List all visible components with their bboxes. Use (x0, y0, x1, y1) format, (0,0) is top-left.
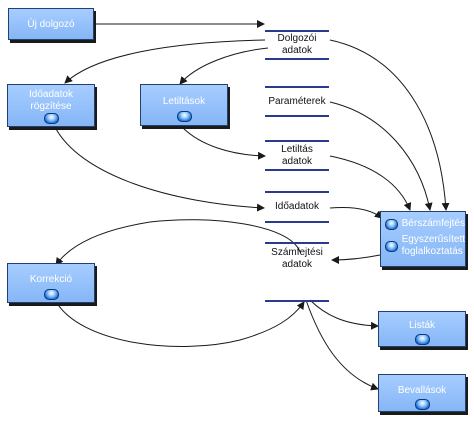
arrow-szamfejtesi-adatok-to-bevallasok (305, 299, 379, 391)
store-label-line1: Számfejtési (271, 247, 323, 258)
globe-icon (43, 113, 59, 124)
process-label: Egyszerűsített foglalkoztatás (402, 234, 465, 258)
process-label-line2: foglalkoztatás (401, 246, 463, 257)
process-label: Listák (408, 320, 436, 331)
store-label: Paraméterek (268, 95, 326, 107)
process-berszamfejtes[interactable]: Bérszámfejtés (381, 218, 465, 230)
arrow-idoadatok-to-berszamfejtes (329, 207, 383, 219)
process-label: Bérszámfejtés (401, 218, 465, 229)
store-label-line2: adatok (281, 45, 313, 56)
globe-icon (385, 240, 398, 252)
arrow-idoadatok-rogzitese-to-idoadatok (54, 126, 265, 212)
arrow-korrekcio-to-szamfejtesi-adatok (54, 299, 305, 347)
arrow-szamfejtesi-adatok-to-korrekcio (55, 219, 301, 266)
globe-icon (176, 111, 192, 122)
arrow-szamfejtesi-adatok-to-listak (309, 299, 379, 330)
process-label-line1: Egyszerűsített (401, 234, 465, 245)
store-letiltas-adatok[interactable]: Letiltás adatok (265, 140, 329, 171)
globe-icon (385, 218, 398, 230)
store-parameterek[interactable]: Paraméterek (265, 86, 329, 117)
process-label-line1: Időadatok (29, 89, 73, 100)
arrow-dolgozoi-adatok-to-letiltasok (179, 47, 269, 85)
store-idoadatok[interactable]: Időadatok (265, 191, 329, 223)
process-listak[interactable]: Listák (378, 311, 466, 347)
arrow-dolgozoi-adatok-to-idoadatok-rogzitese (64, 39, 266, 84)
globe-icon (414, 399, 430, 410)
process-letiltasok[interactable]: Letiltások (140, 84, 228, 126)
process-idoadatok-rogzitese[interactable]: Időadatok rögzítése (7, 84, 95, 127)
process-label: Letiltások (162, 96, 206, 107)
process-bevallasok[interactable]: Bevallások (378, 374, 466, 412)
globe-icon (43, 289, 59, 300)
process-egyszerusitett[interactable]: Egyszerűsített foglalkoztatás (381, 234, 465, 258)
store-label-line2: adatok (281, 259, 313, 270)
arrow-parameterek-to-berszamfejtes (329, 101, 433, 211)
arrow-letiltasok-to-letiltas-adatok (181, 126, 266, 160)
process-korrekcio[interactable]: Korrekció (7, 263, 95, 303)
process-label-line2: rögzítése (30, 101, 72, 112)
store-dolgozoi-adatok[interactable]: Dolgozói adatok (265, 30, 329, 60)
process-uj-dolgozo[interactable]: Új dolgozó (8, 8, 94, 40)
process-berszamfejtes-group[interactable]: Bérszámfejtés Egyszerűsített foglalkozta… (380, 211, 466, 267)
process-label: Bevallások (397, 385, 447, 396)
store-szamfejtesi-adatok[interactable]: Számfejtési adatok (265, 242, 329, 302)
store-label: Időadatok (275, 201, 319, 212)
arrow-letiltas-adatok-to-berszamfejtes (329, 155, 412, 211)
process-label: Új dolgozó (27, 19, 75, 30)
arrow-berszamfejtes-to-szamfejtesi-adatok (331, 254, 381, 264)
store-label-line1: Letiltás (281, 143, 313, 155)
store-label-line1: Dolgozói (277, 33, 317, 44)
process-label: Korrekció (29, 274, 73, 285)
arrow-dolgozoi-adatok-to-berszamfejtes (329, 39, 450, 211)
globe-icon (414, 334, 430, 345)
store-label-line2: adatok (281, 155, 313, 167)
